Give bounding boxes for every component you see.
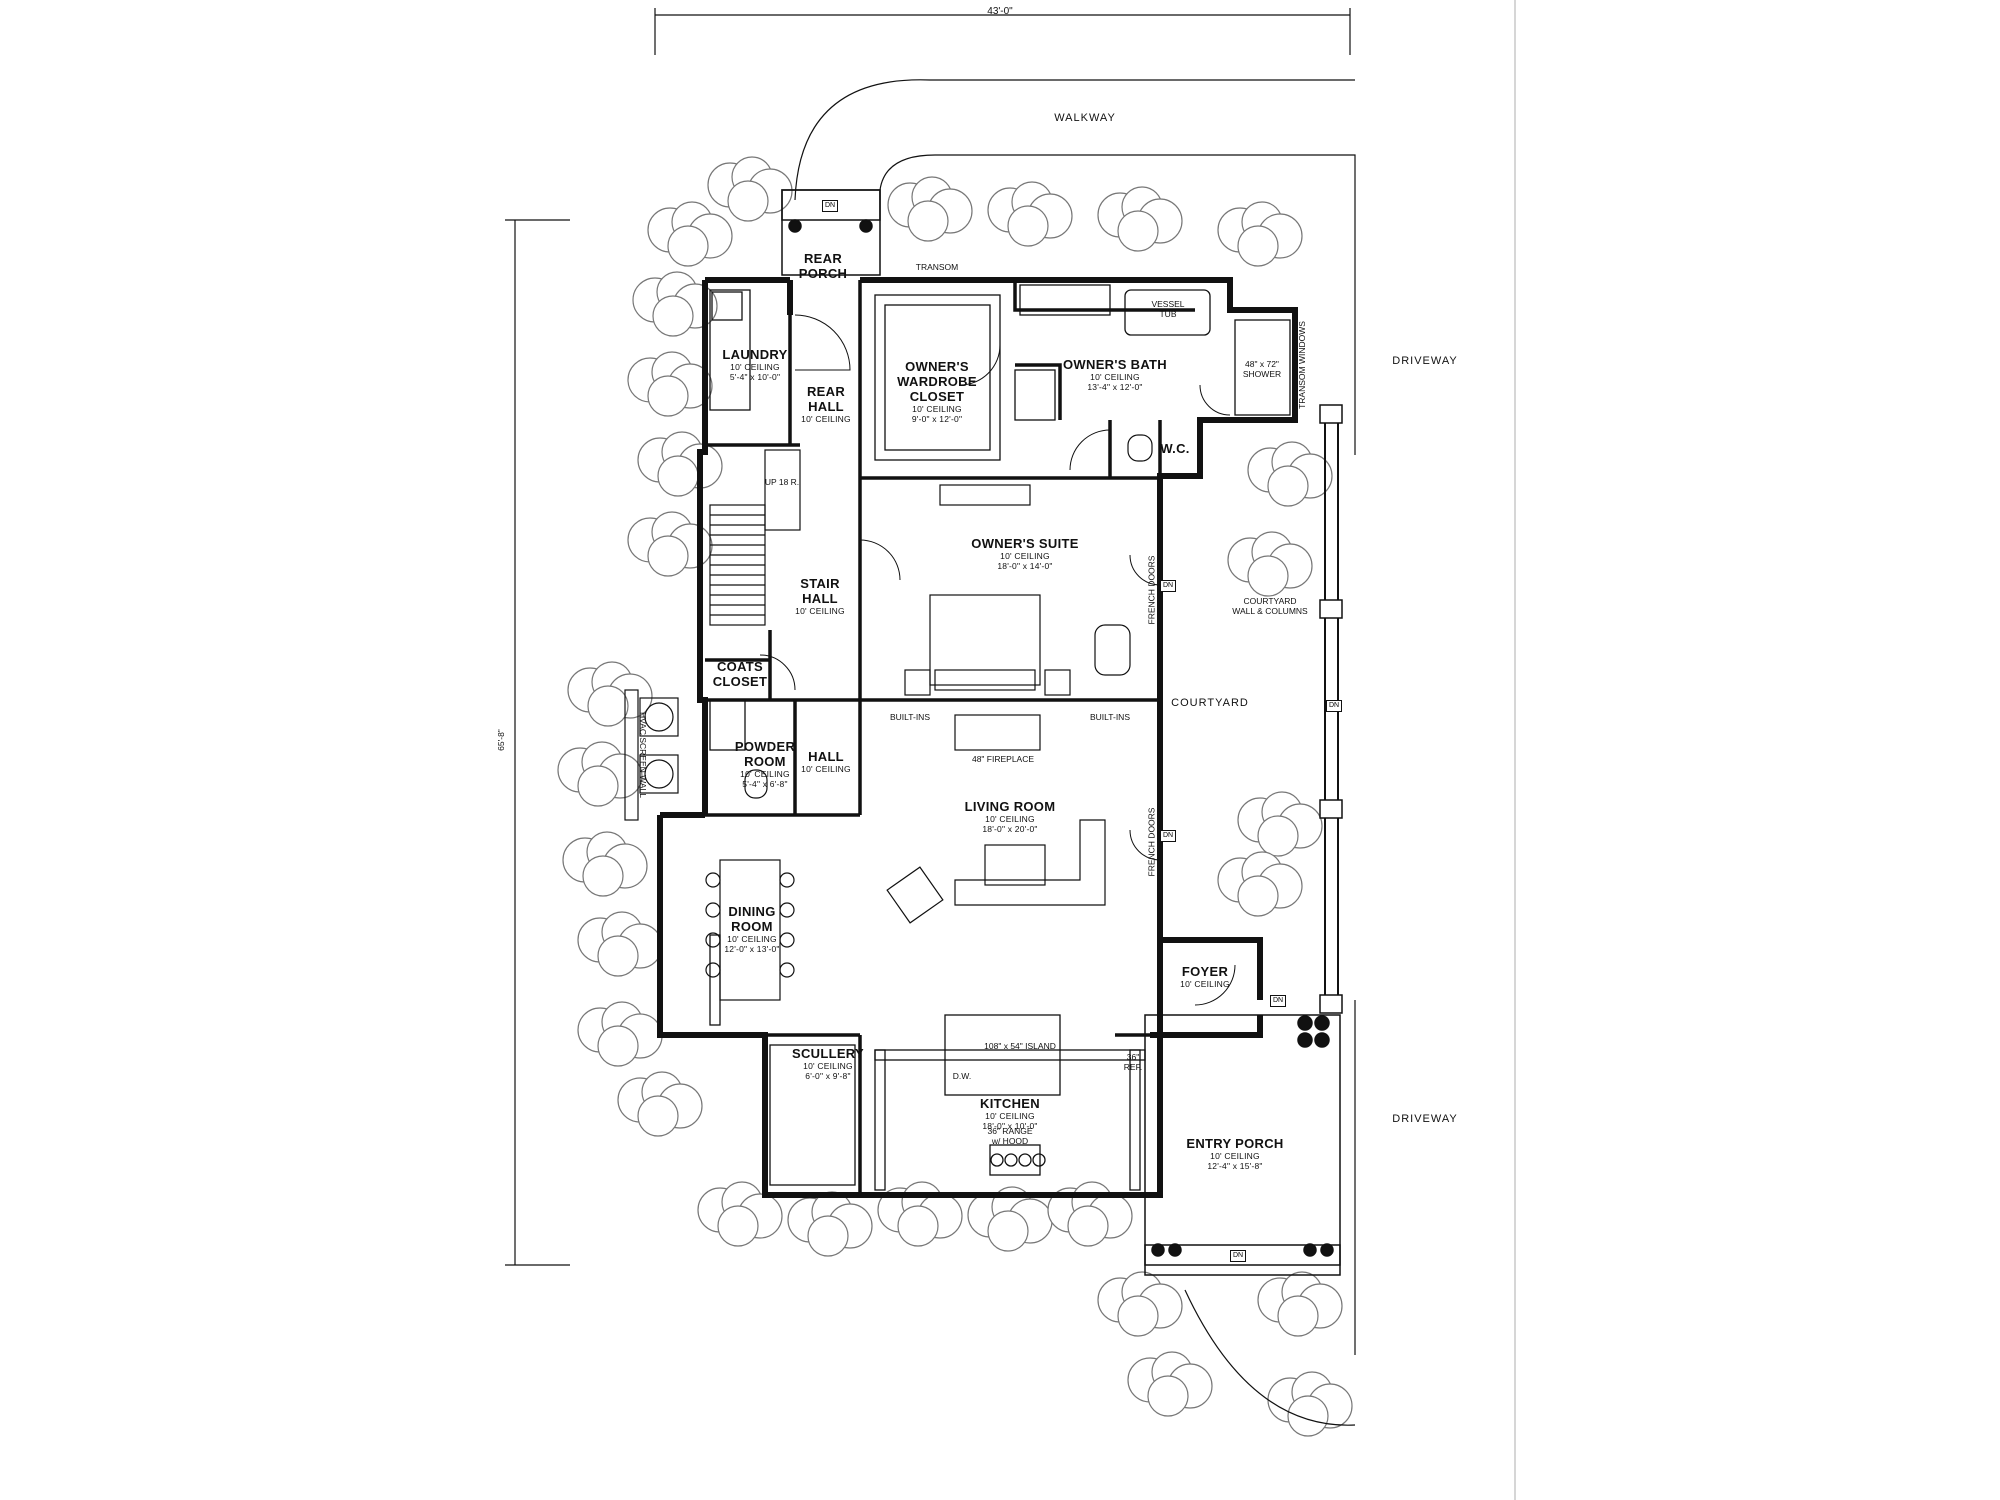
courtyard-dn-marker: DN xyxy=(1326,700,1342,712)
dimension-lines xyxy=(505,8,1351,1266)
courtyard-wall xyxy=(1319,404,1343,1014)
hvac-wall-label: HVAC SCREEN WALL xyxy=(637,712,648,798)
driveway-top-label: DRIVEWAY xyxy=(1392,355,1458,367)
owners-suite-label: OWNER'S SUITE 10' CEILING 18'-0" x 14'-0… xyxy=(971,536,1079,571)
entry-porch-label: ENTRY PORCH 10' CEILING 12'-4" x 15'-8" xyxy=(1186,1136,1284,1171)
foyer-dn-marker: DN xyxy=(1270,995,1286,1007)
rear-porch xyxy=(781,189,881,276)
stair xyxy=(709,449,801,626)
hvac-units xyxy=(624,689,679,821)
owners-bath-label: OWNER'S BATH 10' CEILING 13'-4" x 12'-0" xyxy=(1063,357,1167,392)
stair-hall-label: STAIR HALL 10' CEILING xyxy=(795,576,845,616)
island-label: 108" x 54" ISLAND xyxy=(984,1041,1056,1051)
door-swings xyxy=(759,314,1236,1006)
depth-dimension: 65'-8" xyxy=(495,729,506,751)
living-dn-marker: DN xyxy=(1160,830,1176,842)
refrigerator-label: 36"REF. xyxy=(1123,1052,1143,1072)
built-ins-left-label: BUILT-INS xyxy=(890,712,930,722)
transom-windows-label: TRANSOM WINDOWS xyxy=(1296,321,1307,409)
walls xyxy=(657,277,1298,1198)
living-room-label: LIVING ROOM 10' CEILING 18'-0" x 20'-0" xyxy=(964,799,1056,834)
courtyard-label: COURTYARD xyxy=(1171,697,1249,709)
wc-label: W.C. xyxy=(1160,441,1190,456)
stair-up-label: UP 18 R. xyxy=(764,477,800,487)
entry-porch xyxy=(1144,1014,1341,1276)
dishwasher-label: D.W. xyxy=(952,1071,972,1081)
interior-walls xyxy=(705,280,1195,1195)
entry-porch-dn-marker: DN xyxy=(1230,1250,1246,1262)
scullery-label: SCULLERY 10' CEILING 6'-0" x 9'-8" xyxy=(792,1046,864,1081)
furniture xyxy=(705,434,1153,1001)
walkway-label: WALKWAY xyxy=(1054,112,1116,124)
rear-hall-label: REAR HALL 10' CEILING xyxy=(801,384,851,424)
french-doors-lower-label: FRENCH DOORS xyxy=(1146,807,1157,877)
french-doors-upper-label: FRENCH DOORS xyxy=(1146,555,1157,625)
site-lines xyxy=(794,0,1516,1500)
driveway-bottom-label: DRIVEWAY xyxy=(1392,1113,1458,1125)
hall-label: HALL 10' CEILING xyxy=(801,749,851,774)
shower-label: 48" x 72"SHOWER xyxy=(1242,359,1282,379)
transom-label: TRANSOM xyxy=(915,262,959,272)
suite-dn-marker: DN xyxy=(1160,580,1176,592)
landscaping xyxy=(557,156,1353,1437)
dining-room-label: DINING ROOM 10' CEILING 12'-0" x 13'-0" xyxy=(724,904,780,954)
rear-porch-dn-marker: DN xyxy=(822,200,838,212)
wardrobe-label: OWNER'S WARDROBE CLOSET 10' CEILING 9'-0… xyxy=(897,359,977,424)
millwork xyxy=(709,284,1291,1191)
width-dimension: 43'-0" xyxy=(987,6,1013,17)
fireplace-label: 48" FIREPLACE xyxy=(971,754,1035,764)
powder-room-label: POWDER ROOM 10' CEILING 5'-4" x 6'-8" xyxy=(734,739,796,789)
kitchen-label: KITCHEN 10' CEILING 18'-0" x 10'-0" xyxy=(980,1096,1040,1131)
built-ins-right-label: BUILT-INS xyxy=(1090,712,1130,722)
laundry-label: LAUNDRY 10' CEILING 5'-4" x 10'-0" xyxy=(722,347,788,382)
foyer-label: FOYER 10' CEILING xyxy=(1180,964,1230,989)
